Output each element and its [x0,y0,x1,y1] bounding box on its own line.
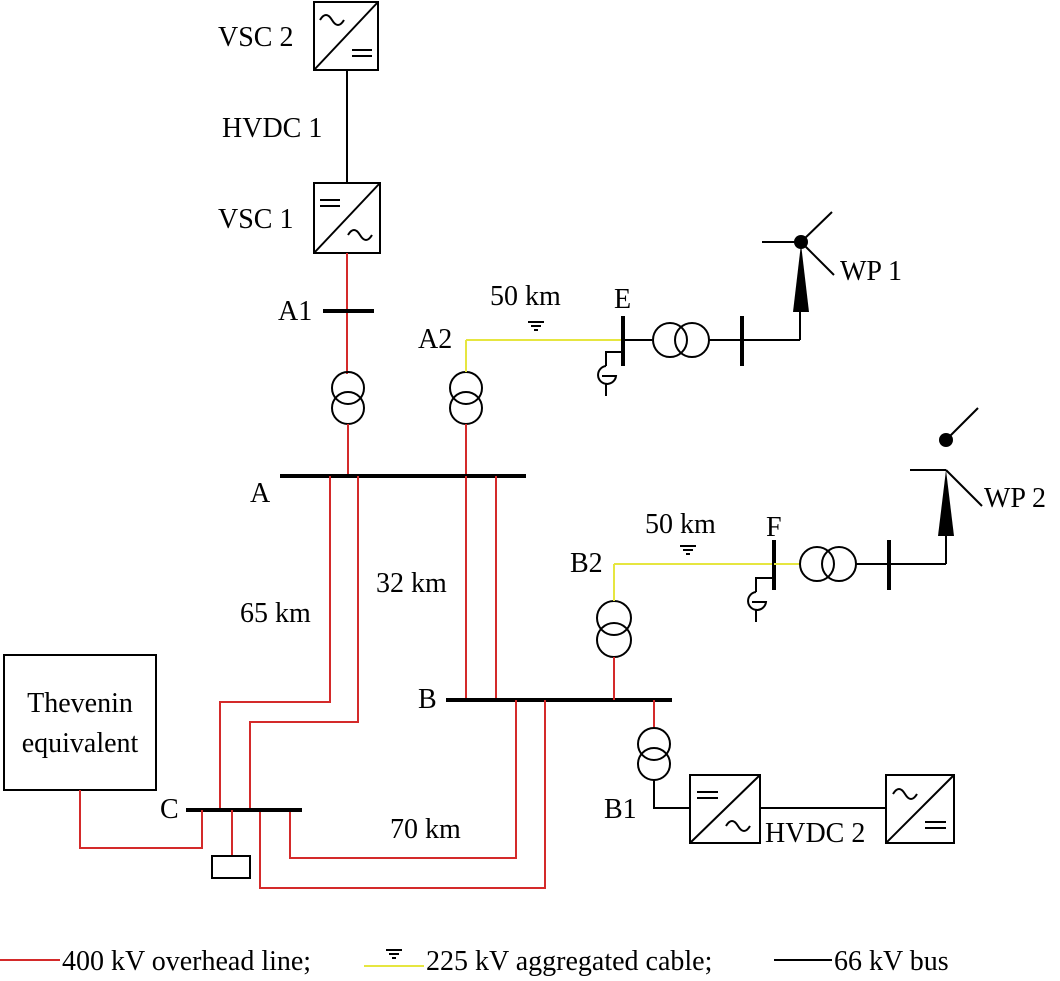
vsc1-label: VSC 1 [218,204,293,235]
line-bc-length: 70 km [390,814,461,845]
cable-b2-f-length: 50 km [645,509,716,540]
hvdc2-converter-2 [885,774,955,844]
legend-yellow-label: 225 kV aggregated cable; [426,946,712,977]
wp1-label: WP 1 [840,256,902,287]
bus-f-label: F [766,512,782,543]
line-ac-1 [219,476,331,810]
transformer-a1 [331,371,365,425]
line-ab-length: 32 km [376,568,447,599]
shunt-reactor-e [597,351,623,396]
bus-c-label: C [160,794,179,825]
transformer-a2 [449,371,483,425]
wind-turbine-icon [762,211,835,312]
load-c [211,855,251,879]
hvdc2-label: HVDC 2 [765,818,865,849]
legend-black-label: 66 kV bus [834,946,949,977]
transformer-e [652,322,710,358]
bus-b1-label: B1 [604,794,637,825]
thevenin-box [3,654,157,791]
line-ac-2 [249,476,359,810]
transformer-f [799,546,857,582]
vsc1-converter [313,182,381,254]
line-bc-1 [289,700,517,859]
transformer-b2 [596,600,632,658]
thevenin-label-line2: equivalent [22,728,139,759]
bus-a-label: A [250,478,271,509]
wp2-label: WP 2 [984,483,1046,514]
cable-a2-e-length: 50 km [490,281,561,312]
transformer-b1 [637,727,671,781]
bus-a1-label: A1 [278,296,312,327]
bus-e-label: E [614,284,631,315]
line-bc-2 [259,700,546,889]
wind-turbine-icon [910,407,983,536]
vsc2-converter [313,1,379,71]
bus-a2-label: A2 [418,324,452,355]
line-ac-length: 65 km [240,598,311,629]
bus-b2-label: B2 [570,548,603,579]
hvdc1-label: HVDC 1 [222,113,322,144]
thevenin-line [79,790,203,849]
legend-red-label: 400 kV overhead line; [62,946,311,977]
bus-b-label: B [418,684,437,715]
legend: 400 kV overhead line; 225 kV aggregated … [0,946,949,977]
vsc2-label: VSC 2 [218,22,293,53]
hvdc2-converter-1 [689,774,761,844]
thevenin-label-line1: Thevenin [27,688,133,719]
shunt-reactor-f [747,577,774,622]
